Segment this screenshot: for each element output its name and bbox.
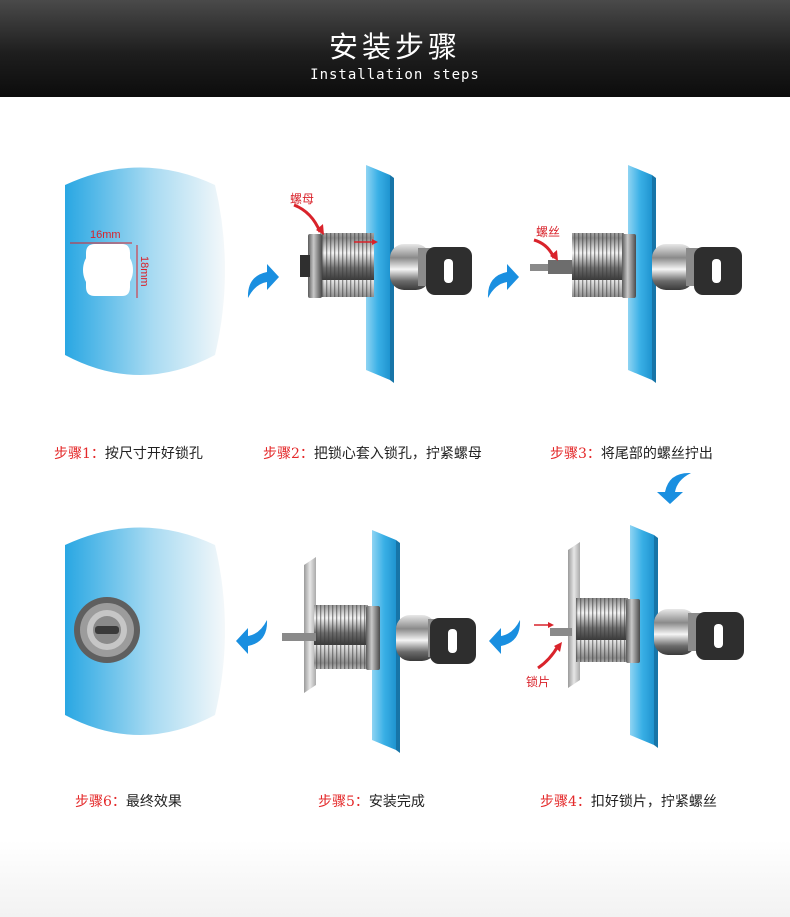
step-text: 把锁心套入锁孔，拧紧螺母 [313,446,482,462]
step-text: 安装完成 [368,794,425,810]
step4-caption: 步骤4：扣好锁片，拧紧螺丝 [540,791,717,811]
dim-height-label: 18mm [138,256,150,287]
step-text: 扣好锁片，拧紧螺丝 [590,794,717,810]
step-label: 步骤6： [75,794,126,810]
step3-illustration: 螺丝 [530,165,742,383]
step-label: 步骤1： [54,446,105,462]
step-text: 将尾部的螺丝拧出 [600,446,713,462]
step-label: 步骤5： [318,794,369,810]
dim-width-label: 16mm [90,229,121,241]
screw-label: 螺丝 [536,225,560,239]
page-title: 安装步骤 [328,30,461,64]
arrow-right-icon [487,264,519,298]
step-label: 步骤3： [550,446,601,462]
arrow-right-icon [247,264,279,298]
nut-label: 螺母 [290,192,314,206]
step5-illustration [282,530,476,753]
step-label: 步骤2： [263,446,314,462]
step1-illustration: 16mm 18mm [65,167,225,375]
step5-caption: 步骤5：安装完成 [318,791,425,811]
step2-illustration: 螺母 [290,165,472,383]
step2-caption: 步骤2：把锁心套入锁孔，拧紧螺母 [263,443,482,463]
step3-caption: 步骤3：将尾部的螺丝拧出 [550,443,713,463]
arrow-left-icon [236,620,268,654]
step4-illustration: 锁片 [526,525,744,748]
step-text: 按尺寸开好锁孔 [104,446,203,462]
arrow-down-icon [657,472,691,504]
step1-caption: 步骤1：按尺寸开好锁孔 [54,443,203,463]
page-subtitle: Installation steps [310,67,480,83]
step-text: 最终效果 [125,794,182,810]
step6-caption: 步骤6：最终效果 [75,791,182,811]
bottom-fade [0,840,790,917]
step-label: 步骤4： [540,794,591,810]
page-header: 安装步骤 Installation steps [0,0,790,97]
lock-plate-label: 锁片 [526,674,550,689]
arrow-left-icon [489,620,521,654]
step6-illustration [65,527,225,735]
